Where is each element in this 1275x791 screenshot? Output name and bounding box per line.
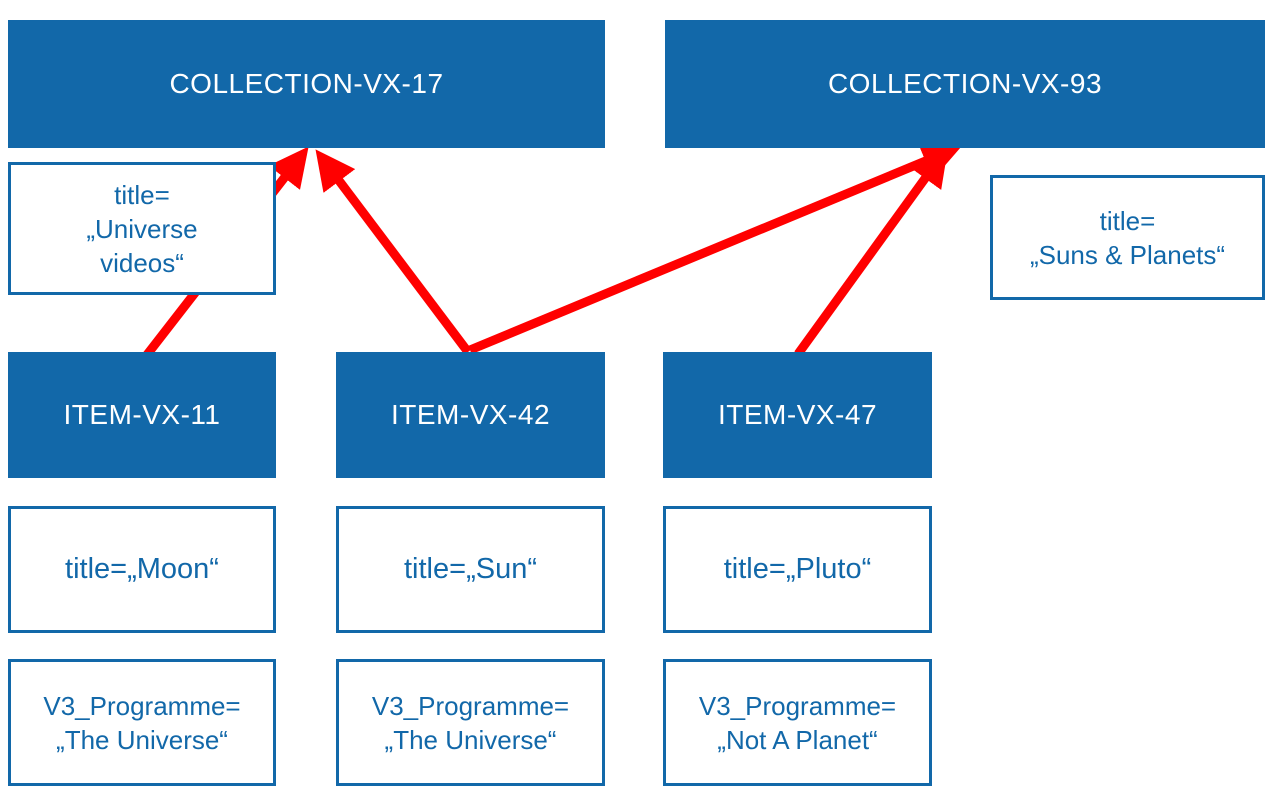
item-vx-11-label: ITEM-VX-11 [63,399,221,430]
programme-attr-line: „The Universe“ [56,724,228,755]
title-attr: title=„Sun“ [404,553,537,585]
item-vx-42-title-box: title=„Sun“ [336,506,605,633]
programme-attr-line: V3_Programme= [43,690,241,721]
item-vx-47-title-box: title=„Pluto“ [663,506,932,633]
item-vx-11-programme-box: V3_Programme= „The Universe“ [8,659,276,786]
collection-vx-93-title-box: title= „Suns & Planets“ [990,175,1265,300]
programme-attr-line: „The Universe“ [384,724,557,755]
collection-vx-93-box: COLLECTION-VX-93 [665,20,1265,148]
title-attr-line: title= [1099,205,1156,236]
collection-vx-93-label: COLLECTION-VX-93 [827,68,1103,99]
title-attr: title=„Pluto“ [723,553,872,585]
arrow-item-vx-42-to-collection-vx-93 [468,142,962,355]
item-vx-47-programme-box: V3_Programme= „Not A Planet“ [663,659,932,786]
arrow-item-vx-47-to-collection-vx-93 [794,146,949,357]
arrow-item-vx-42-to-collection-vx-17 [315,149,472,355]
item-vx-47-label: ITEM-VX-47 [717,399,878,430]
programme-attr-line: V3_Programme= [371,690,570,721]
item-vx-11-title-box: title=„Moon“ [8,506,276,633]
title-attr-line: „Suns & Planets“ [1029,239,1226,270]
collection-vx-17-label: COLLECTION-VX-17 [169,68,444,99]
title-attr-line: „Universe [86,213,198,244]
collection-vx-17-box: COLLECTION-VX-17 [8,20,605,148]
title-attr-line: videos“ [100,247,184,278]
item-vx-47-box: ITEM-VX-47 [663,352,932,478]
title-attr-line: title= [114,179,170,210]
item-vx-42-label: ITEM-VX-42 [390,399,551,430]
title-attr: title=„Moon“ [65,553,219,585]
item-vx-11-box: ITEM-VX-11 [8,352,276,478]
collection-vx-17-title-box: title= „Universe videos“ [8,162,276,295]
item-vx-42-programme-box: V3_Programme= „The Universe“ [336,659,605,786]
item-vx-42-box: ITEM-VX-42 [336,352,605,478]
programme-attr-line: V3_Programme= [698,690,897,721]
programme-attr-line: „Not A Planet“ [717,724,878,755]
